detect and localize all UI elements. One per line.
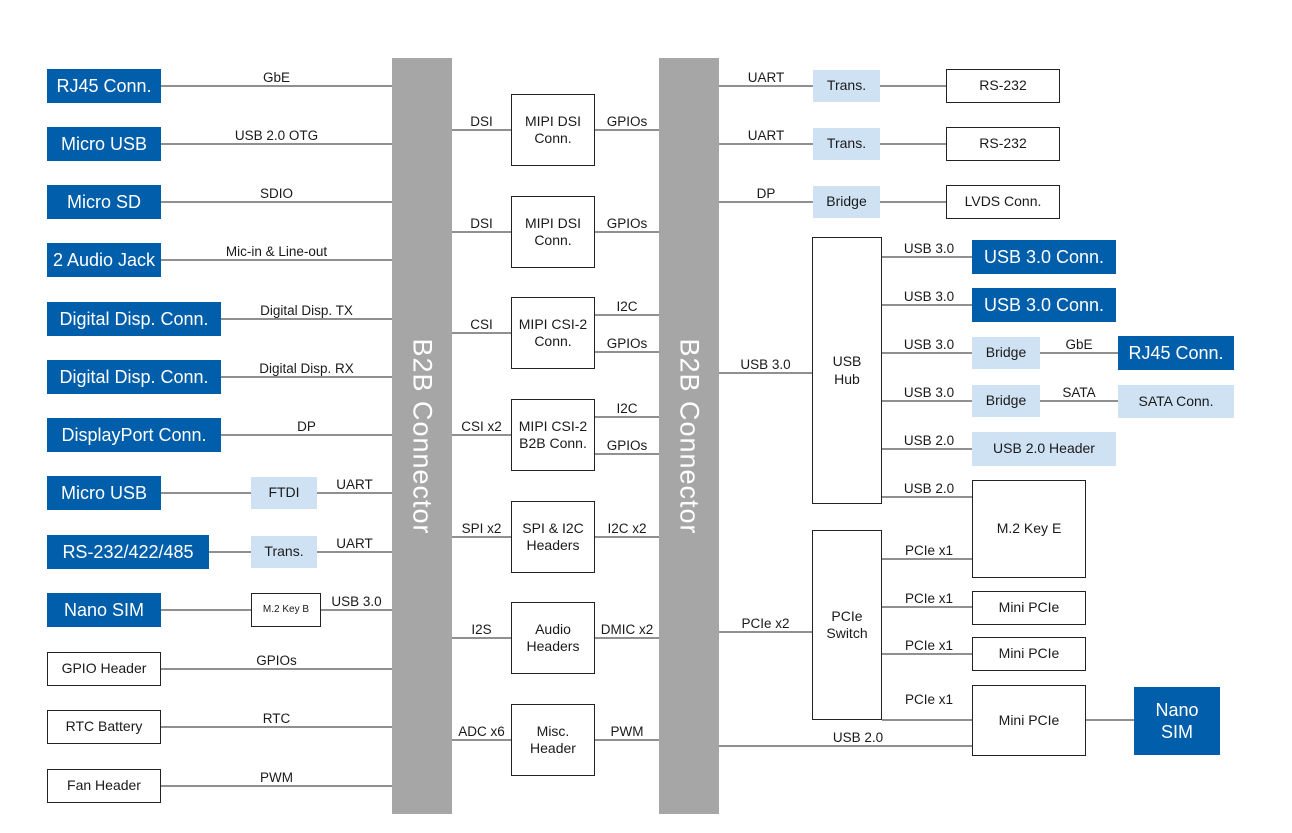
right-b2b-connector-label: B2B Connector — [674, 337, 705, 535]
label-mid-left-spi: SPI x2 — [461, 521, 502, 536]
left-b2b-connector-label: B2B Connector — [407, 337, 438, 535]
label-hub-usb20a: USB 2.0 — [903, 433, 955, 448]
label-usb-hub-input: USB 3.0 — [740, 357, 791, 372]
left-ddtx: Digital Disp. Conn. — [47, 302, 221, 336]
label-hub-usb30c-target: GbE — [1065, 337, 1093, 352]
left-microsd: Micro SD — [47, 185, 161, 219]
label-switch-pcie3: PCIe x1 — [904, 638, 954, 653]
via-uart2: Trans. — [813, 128, 880, 160]
mid-dsi2: MIPI DSI Conn. — [511, 196, 595, 268]
left-audiojack: 2 Audio Jack — [47, 243, 161, 277]
mid-csi1: MIPI CSI-2 Conn. — [511, 297, 595, 369]
label-hub-usb30a: USB 3.0 — [903, 241, 955, 256]
label-mid-right-b-csi1: GPIOs — [606, 336, 648, 351]
via-hub-usb30d: Bridge — [972, 385, 1040, 417]
label-rj45: GbE — [262, 70, 291, 85]
label-mid-left-csi1: CSI — [470, 317, 493, 332]
mid-audio: Audio Headers — [511, 602, 595, 674]
left-microusb1: Micro USB — [47, 127, 161, 161]
target-hub-usb30d: SATA Conn. — [1118, 385, 1234, 418]
label-pcie-switch-input: PCIe x2 — [741, 616, 790, 631]
right-b2b-connector: B2B Connector — [659, 58, 719, 814]
label-mid-right-dsi1: GPIOs — [606, 114, 648, 129]
label-mid-right-dsi2: GPIOs — [606, 216, 648, 231]
left-ddrx: Digital Disp. Conn. — [47, 360, 221, 394]
left-fan: Fan Header — [47, 769, 161, 803]
label-rs232: UART — [336, 536, 373, 551]
label-hub-usb30b: USB 3.0 — [903, 289, 955, 304]
target-uart1: RS-232 — [946, 69, 1060, 103]
target-hub-usb30a: USB 3.0 Conn. — [972, 240, 1116, 274]
left-rs232: RS-232/422/485 — [47, 535, 209, 569]
label-fan: PWM — [260, 770, 293, 785]
label-bottom-usb20: USB 2.0 — [832, 730, 884, 745]
label-mid-right-b-csi2: GPIOs — [606, 438, 648, 453]
label-mid-left-misc: ADC x6 — [458, 724, 505, 739]
label-gpio: GPIOs — [256, 653, 297, 668]
label-mid-right-misc: PWM — [610, 724, 644, 739]
left-dpconn: DisplayPort Conn. — [47, 418, 221, 452]
label-microusb2: UART — [336, 477, 373, 492]
target-hub-usb30c: RJ45 Conn. — [1118, 336, 1234, 370]
left-rj45: RJ45 Conn. — [47, 69, 161, 103]
label-mid-left-dsi2: DSI — [470, 216, 493, 231]
target-m2-key-e: M.2 Key E — [972, 480, 1086, 578]
left-rtc: RTC Battery — [47, 710, 161, 744]
label-mid-left-dsi1: DSI — [470, 114, 493, 129]
pcie-switch: PCIe Switch — [812, 530, 882, 720]
mid-misc: Misc. Header — [511, 704, 595, 776]
via-dp: Bridge — [813, 186, 880, 218]
via-microusb2: FTDI — [251, 477, 317, 509]
label-uart2: UART — [747, 128, 785, 143]
label-dpconn: DP — [297, 419, 316, 434]
label-mid-left-csi2: CSI x2 — [461, 419, 502, 434]
label-ddrx: Digital Disp. RX — [259, 361, 354, 376]
target-hub-usb20a: USB 2.0 Header — [972, 432, 1116, 466]
label-mid-right-audio: DMIC x2 — [600, 622, 654, 637]
left-gpio: GPIO Header — [47, 652, 161, 686]
target-dp: LVDS Conn. — [946, 185, 1060, 219]
left-b2b-connector: B2B Connector — [392, 58, 452, 814]
label-hub-usb30c: USB 3.0 — [903, 337, 955, 352]
label-mid-right-a-csi1: I2C — [616, 299, 638, 314]
label-microusb1: USB 2.0 OTG — [234, 128, 319, 143]
label-uart1: UART — [747, 70, 785, 85]
label-hub-usb30d: USB 3.0 — [903, 385, 955, 400]
via-rs232: Trans. — [251, 536, 317, 568]
label-audiojack: Mic-in & Line-out — [225, 244, 328, 259]
label-mid-right-a-csi2: I2C — [616, 401, 638, 416]
label-rtc: RTC — [262, 711, 291, 726]
label-switch-pcie1: PCIe x1 — [904, 543, 954, 558]
mid-dsi1: MIPI DSI Conn. — [511, 94, 595, 166]
target-hub-usb30b: USB 3.0 Conn. — [972, 288, 1116, 322]
mid-spi: SPI & I2C Headers — [511, 501, 595, 573]
via-uart1: Trans. — [813, 70, 880, 102]
mid-csi2: MIPI CSI-2 B2B Conn. — [511, 399, 595, 471]
label-nanosim: USB 3.0 — [331, 594, 382, 609]
label-switch-pcie4: PCIe x1 — [904, 692, 954, 707]
target-switch-pcie2: Mini PCIe — [972, 591, 1086, 625]
label-switch-pcie2: PCIe x1 — [904, 591, 954, 606]
label-hub-usb20b: USB 2.0 — [903, 481, 955, 496]
left-microusb2: Micro USB — [47, 476, 161, 510]
via-hub-usb30c: Bridge — [972, 337, 1040, 369]
label-mid-left-audio: I2S — [471, 622, 492, 637]
label-hub-usb30d-target: SATA — [1062, 385, 1096, 400]
right-nano-sim: Nano SIM — [1134, 687, 1220, 755]
label-ddtx: Digital Disp. TX — [260, 303, 353, 318]
usb-hub: USB Hub — [812, 237, 882, 504]
target-uart2: RS-232 — [946, 127, 1060, 161]
target-switch-pcie3: Mini PCIe — [972, 637, 1086, 671]
label-dp: DP — [756, 186, 776, 201]
via-nanosim: M.2 Key B — [251, 593, 321, 627]
label-mid-right-spi: I2C x2 — [607, 521, 647, 536]
target-switch-pcie4: Mini PCIe — [972, 685, 1086, 756]
left-nanosim: Nano SIM — [47, 593, 161, 627]
label-microsd: SDIO — [259, 186, 294, 201]
